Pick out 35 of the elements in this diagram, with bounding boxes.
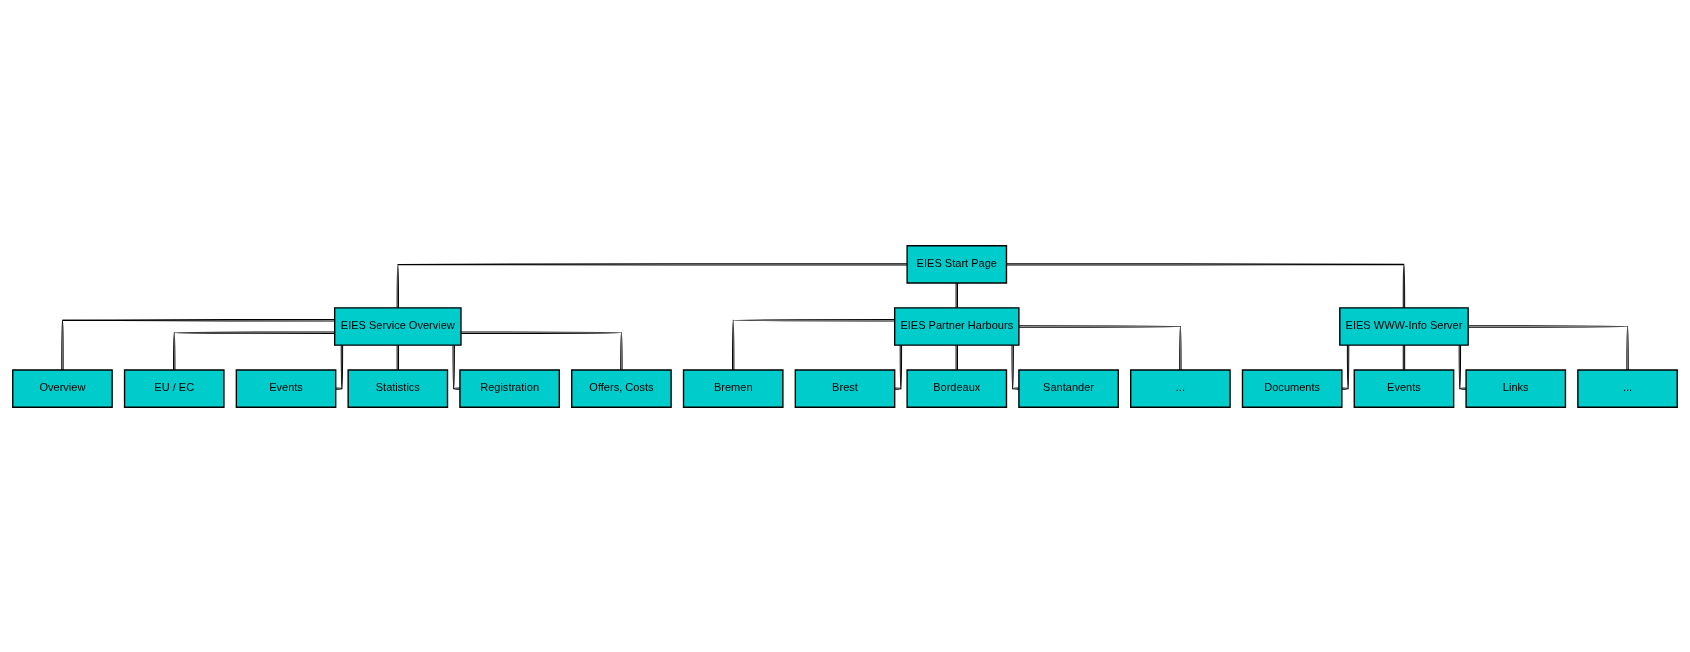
connector [173,331,336,370]
node-box: Links [1465,368,1567,408]
connector [61,318,336,370]
node-box: Overview [12,368,113,408]
node-box: Documents [1241,368,1343,408]
node-box: Bremen [682,368,784,408]
node-box: Events [1353,368,1455,408]
connector [1402,344,1406,370]
connector [955,282,958,308]
node-box: ... [1577,368,1678,408]
connector [732,318,896,370]
connector [396,262,908,308]
connector [1006,262,1406,308]
node-box: EU / EC [123,368,225,408]
node-box: EIES Start Page [906,244,1008,284]
node-box: Bordeaux [906,368,1008,408]
node-box: EIES WWW-Info Server [1339,306,1469,346]
node-box: Registration [459,368,560,408]
node-box: EIES Partner Harbours [894,306,1020,346]
connector [1458,344,1467,390]
connector [1341,344,1350,390]
node-box: EIES Service Overview [334,306,462,346]
connector [894,344,903,390]
node-box: Santander [1018,368,1119,408]
connector [955,344,958,370]
connector [452,344,461,390]
connector [396,344,400,370]
connector [460,331,623,370]
connector [1011,344,1020,390]
node-box: Statistics [347,368,449,408]
node-box: Brest [794,368,896,408]
node-box: Events [235,368,337,408]
connector [335,344,344,390]
node-box: Offers, Costs [571,368,672,408]
node-box: ... [1130,368,1231,408]
